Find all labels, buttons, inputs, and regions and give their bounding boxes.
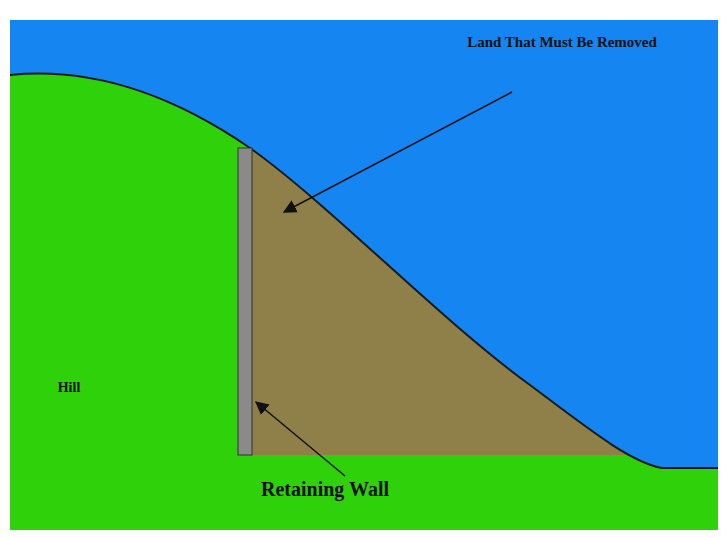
- slope-outline: [10, 74, 718, 468]
- leader-line: [284, 92, 512, 212]
- hill-ground: [10, 74, 718, 530]
- sky: [10, 20, 718, 530]
- leader-line: [256, 402, 345, 476]
- wall-label: Retaining Wall: [250, 478, 400, 501]
- hill-label: Hill: [44, 380, 94, 396]
- region-label: Land That Must Be Removed: [462, 34, 662, 51]
- retaining-wall: [238, 148, 252, 455]
- removed-land: [252, 148, 662, 455]
